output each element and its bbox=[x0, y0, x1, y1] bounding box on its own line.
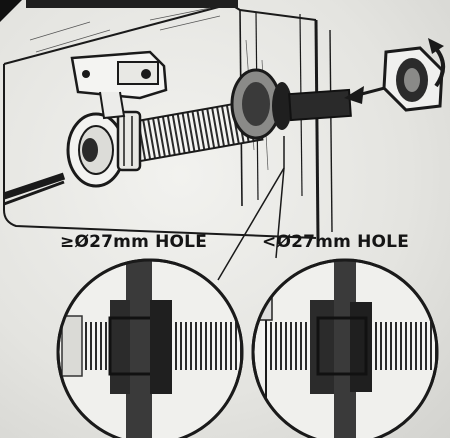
top-edge bbox=[26, 0, 238, 8]
detail-large-hole bbox=[56, 258, 244, 438]
corner-mark bbox=[0, 0, 22, 22]
fill-valve bbox=[2, 50, 264, 206]
outer-hex-nut bbox=[382, 38, 445, 112]
inner-nut bbox=[230, 68, 292, 140]
leader-lines bbox=[217, 136, 285, 281]
small-hole-label: <Ø27mm HOLE bbox=[262, 232, 410, 252]
detail-small-hole bbox=[251, 258, 439, 438]
large-hole-label: ≥Ø27mm HOLE bbox=[60, 232, 208, 252]
shank-outside bbox=[288, 88, 352, 122]
